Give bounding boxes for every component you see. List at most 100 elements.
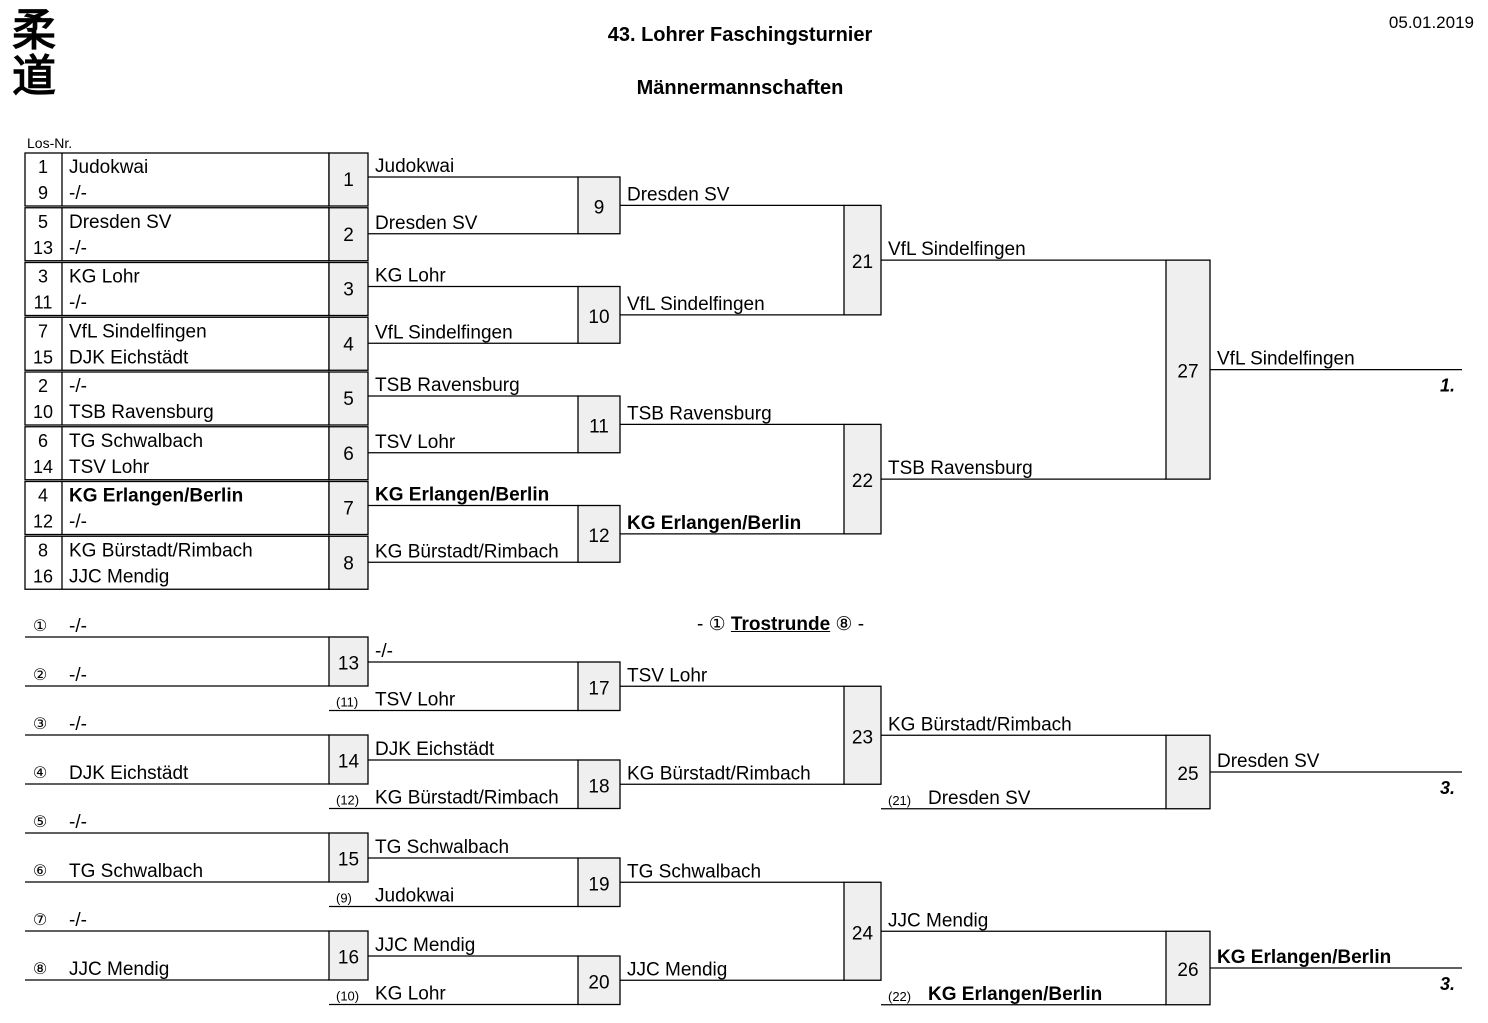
consolation-heading: - ① Trostrunde ⑧ - (697, 613, 864, 636)
match-number: 7 (343, 499, 354, 520)
bronze-winner: KG Erlangen/Berlin (1217, 947, 1391, 968)
match-number: 9 (594, 197, 605, 218)
page-subtitle: Männermannschaften (0, 77, 1488, 100)
draw-seed: 9 (38, 183, 48, 203)
placement-label: 3. (1440, 778, 1455, 798)
match-number: 22 (852, 471, 873, 492)
tournament-date: 05.01.2019 (1388, 13, 1474, 32)
entrant-reference: (9) (336, 891, 352, 906)
consolation-marker: ⑧ (33, 961, 47, 978)
draw-team: Dresden SV (69, 212, 172, 233)
round1-winner: KG Erlangen/Berlin (375, 485, 549, 506)
draw-seed: 1 (38, 157, 48, 177)
draw-team: -/- (69, 512, 87, 533)
draw-team: DJK Eichstädt (69, 347, 189, 368)
consolation-r2-winner: KG Bürstadt/Rimbach (627, 763, 811, 784)
consolation-heading-label: Trostrunde (730, 614, 831, 635)
consolation-team: -/- (69, 812, 87, 833)
match-number: 11 (589, 416, 609, 437)
draw-team: KG Bürstadt/Rimbach (69, 540, 253, 561)
match-box-consolation-r1 (328, 636, 369, 687)
consolation-team: -/- (69, 616, 87, 637)
consolation-team: TG Schwalbach (69, 861, 203, 882)
consolation-team: -/- (69, 714, 87, 735)
match-box-r1 (328, 480, 369, 536)
draw-group-box (24, 480, 330, 536)
consolation-entrant: Judokwai (375, 886, 454, 907)
draw-team: -/- (69, 238, 87, 259)
draw-seed: 2 (38, 376, 48, 396)
match-box-consolation-r2 (577, 661, 621, 712)
consolation-entrant: KG Bürstadt/Rimbach (375, 788, 559, 809)
consolation-marker: ⑦ (33, 912, 47, 929)
consolation-entrant: TSV Lohr (375, 690, 456, 711)
draw-team: -/- (69, 183, 87, 204)
quarterfinal-winner: TSB Ravensburg (627, 403, 772, 424)
match-number: 23 (852, 727, 873, 748)
match-number: 19 (588, 874, 609, 895)
consolation-marker: ④ (33, 765, 47, 782)
judo-logo: 柔 道 (8, 8, 60, 100)
consolation-r1-winner: -/- (375, 641, 393, 662)
quarterfinal-winner: VfL Sindelfingen (627, 294, 765, 315)
match-box-r1 (328, 152, 369, 207)
match-number: 2 (343, 225, 354, 246)
consolation-r3-winner: JJC Mendig (888, 910, 988, 931)
consolation-entrant: Dresden SV (928, 788, 1031, 809)
match-box-qf (577, 395, 621, 454)
match-number: 8 (343, 553, 354, 574)
draw-team: TSB Ravensburg (69, 402, 214, 423)
draw-seed: 5 (38, 212, 48, 232)
match-box-r1 (328, 535, 369, 590)
match-box-semifinal (843, 423, 882, 535)
draw-seed: 13 (33, 238, 53, 258)
consolation-entrant: KG Lohr (375, 984, 446, 1005)
match-number: 21 (852, 252, 873, 273)
logo-char-do: 道 (12, 51, 56, 102)
draw-seed: 7 (38, 321, 48, 341)
draw-seed: 3 (38, 267, 48, 287)
match-number: 16 (338, 948, 359, 969)
draw-seed: 11 (34, 293, 53, 313)
consolation-r2-winner: JJC Mendig (627, 959, 727, 980)
placement-label: 3. (1440, 974, 1455, 994)
match-number: 12 (588, 526, 609, 547)
consolation-team: -/- (69, 910, 87, 931)
consolation-marker: ⑤ (33, 814, 47, 831)
page-subtitle-text: Männermannschaften (636, 77, 844, 99)
draw-team: KG Lohr (69, 267, 140, 288)
entrant-reference: (22) (888, 989, 911, 1004)
round1-winner: VfL Sindelfingen (375, 322, 513, 343)
round1-winner: TSV Lohr (375, 432, 456, 453)
draw-seed: 15 (33, 347, 53, 367)
entrant-reference: (12) (336, 793, 359, 808)
draw-team: JJC Mendig (69, 566, 169, 587)
match-number: 20 (588, 972, 609, 993)
entrant-reference: (10) (336, 989, 359, 1004)
consolation-r2-winner: TSV Lohr (627, 665, 708, 686)
round1-winner: KG Lohr (375, 266, 446, 287)
draw-seed: 6 (38, 431, 48, 451)
consolation-marker: ① (33, 618, 47, 635)
entrant-reference: (11) (336, 695, 358, 710)
match-number: 4 (343, 334, 354, 355)
draw-team: TG Schwalbach (69, 431, 203, 452)
placement-label: 1. (1440, 376, 1455, 396)
draw-seed: 8 (38, 540, 48, 560)
round1-winner: TSB Ravensburg (375, 375, 520, 396)
consolation-r1-winner: TG Schwalbach (375, 837, 509, 858)
match-box-consolation-r2 (577, 759, 621, 810)
champion: VfL Sindelfingen (1217, 349, 1355, 370)
match-box-bronze (1165, 734, 1211, 810)
consolation-r2-winner: TG Schwalbach (627, 861, 761, 882)
match-number: 6 (343, 444, 354, 465)
match-box-r1 (328, 371, 369, 426)
consolation-marker: ③ (33, 716, 47, 733)
draw-team: -/- (69, 376, 87, 397)
consolation-marker: ⑥ (33, 863, 47, 880)
match-number: 18 (588, 776, 609, 797)
consolation-team: JJC Mendig (69, 959, 169, 980)
match-number: 10 (588, 307, 609, 328)
quarterfinal-winner: KG Erlangen/Berlin (627, 513, 801, 534)
